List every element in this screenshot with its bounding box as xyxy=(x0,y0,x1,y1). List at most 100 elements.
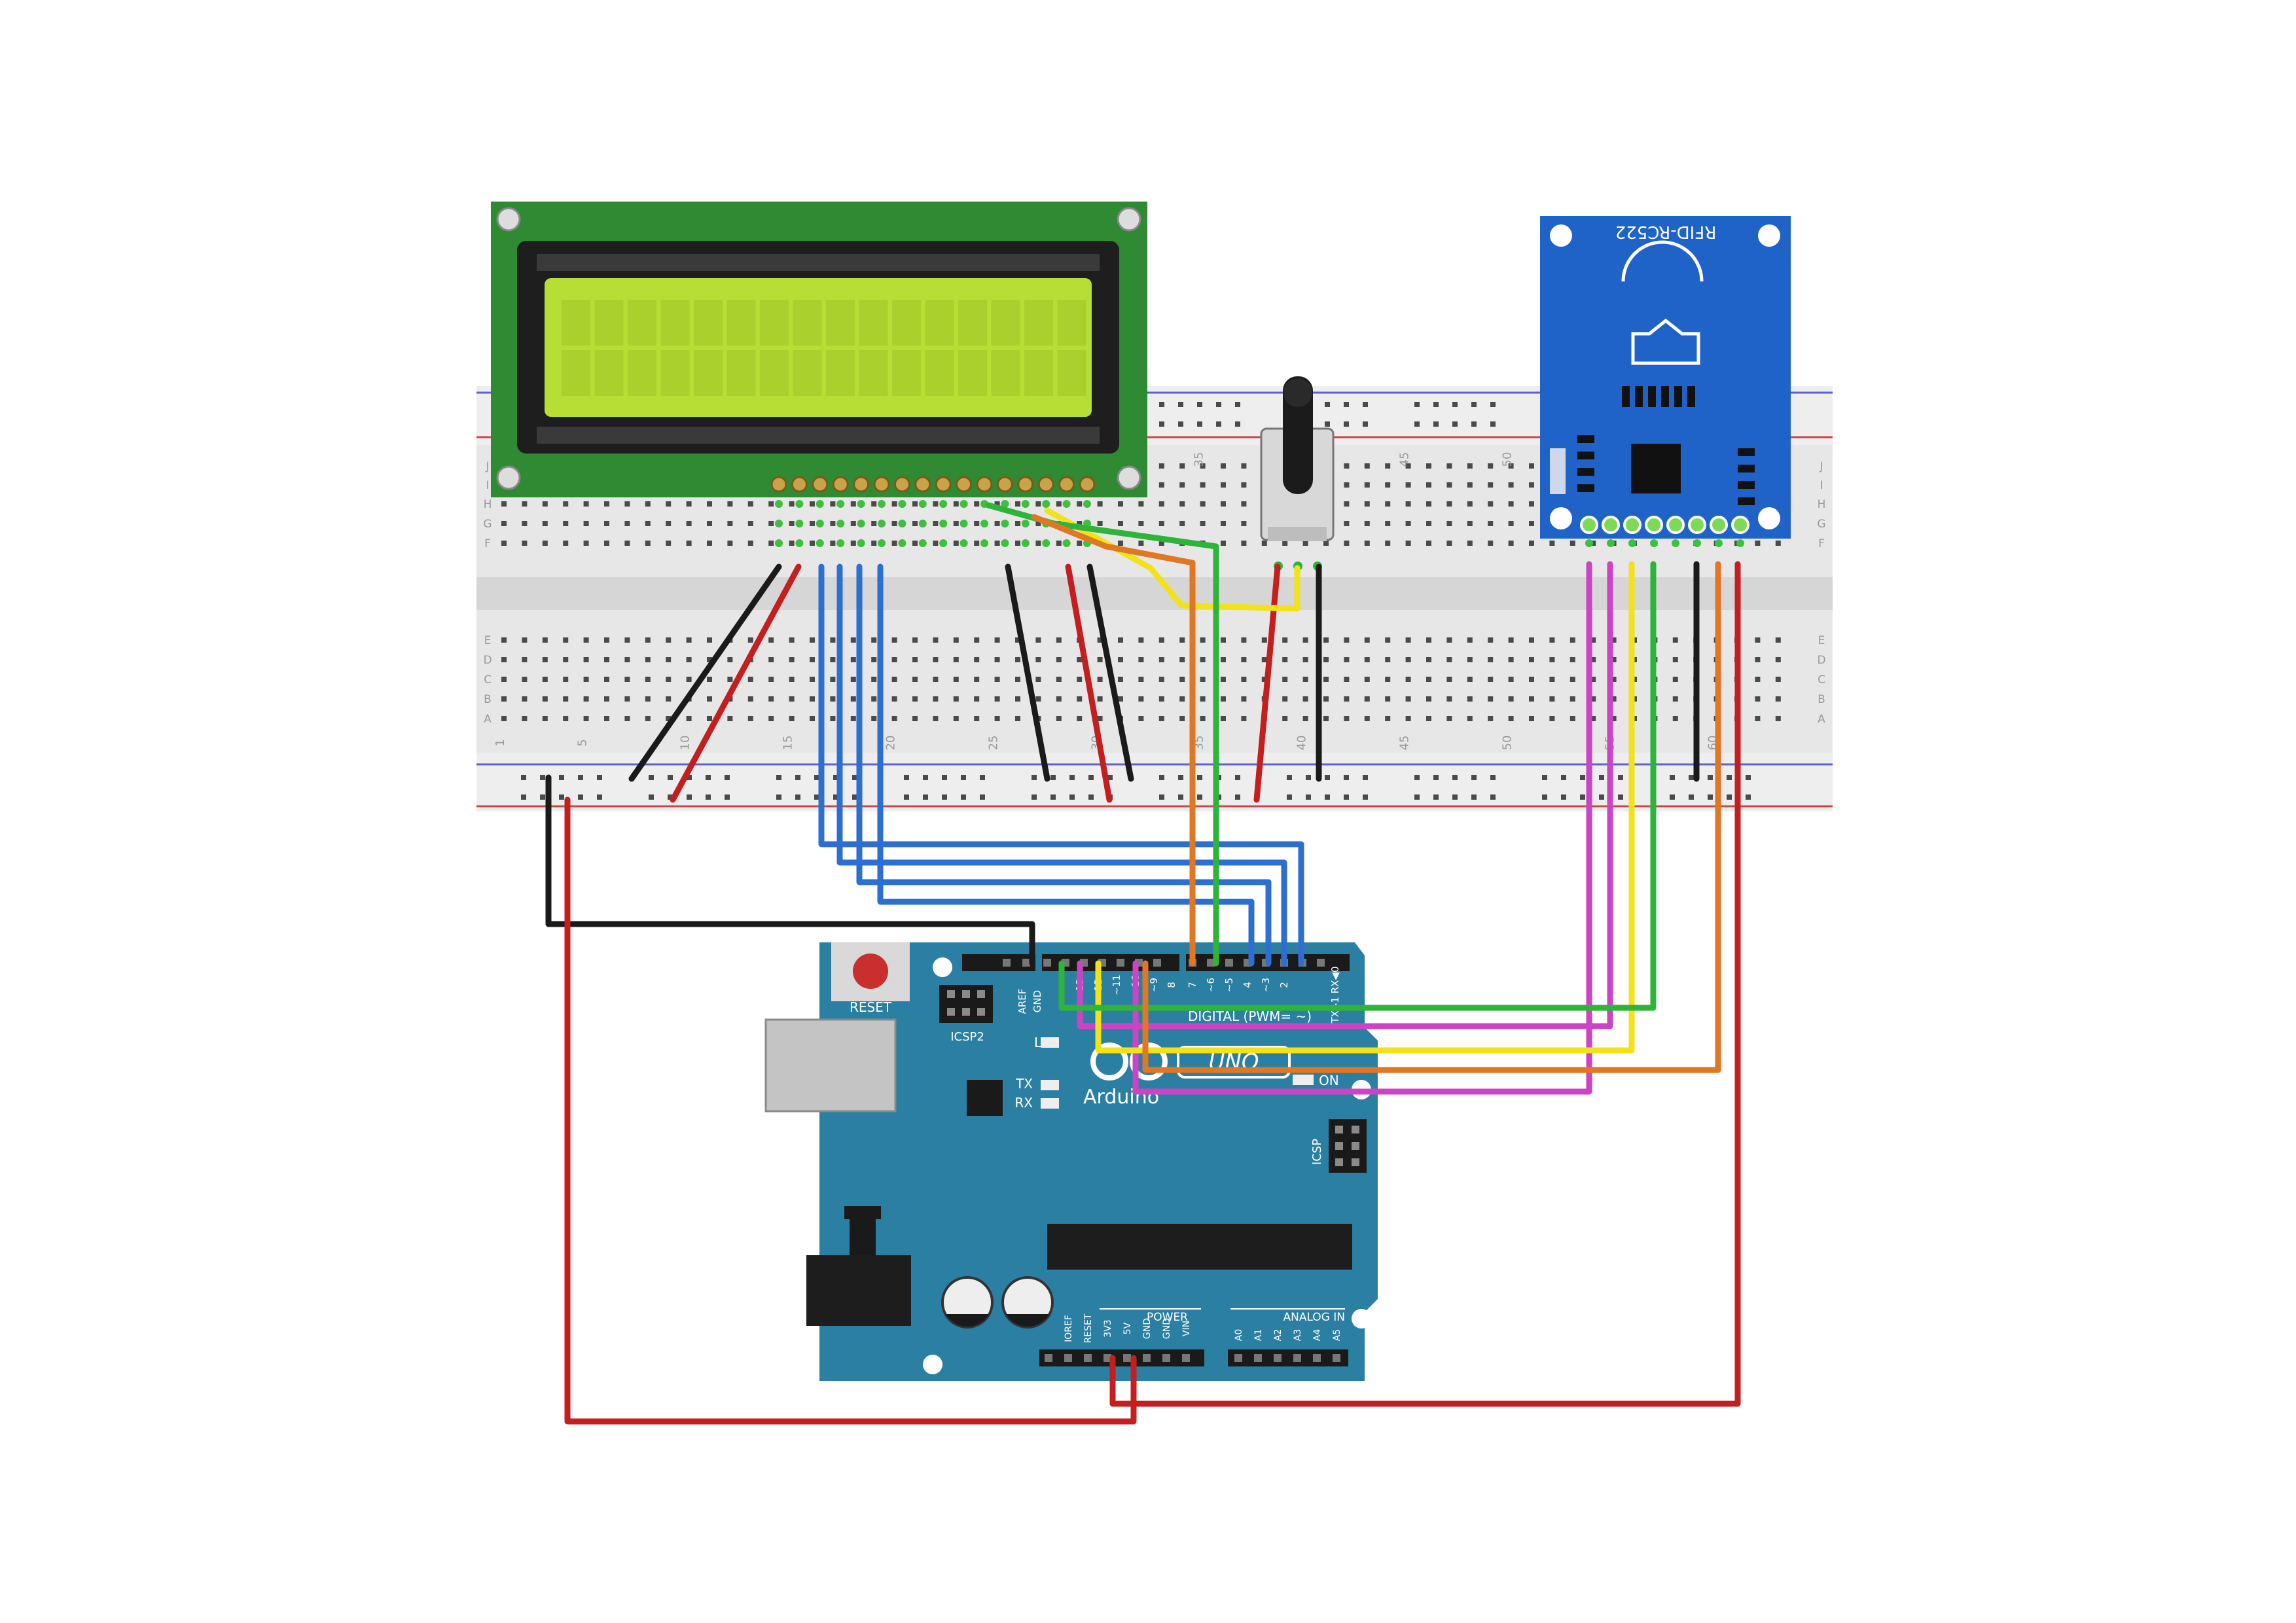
breadboard-hole xyxy=(912,696,918,702)
breadboard-column-number: 5 xyxy=(576,739,590,746)
power-pin-label: RESET xyxy=(1083,1313,1094,1343)
breadboard-hole-active xyxy=(1607,539,1615,547)
wire-rfid-sck-pin13 xyxy=(1077,561,1613,1029)
breadboard-hole-active xyxy=(857,500,865,508)
breadboard-hole xyxy=(1775,541,1781,546)
rfid-header-pin xyxy=(1602,516,1620,534)
lcd-mount-hole-tr xyxy=(1117,207,1141,232)
breadboard-hole xyxy=(768,696,774,702)
breadboard-hole xyxy=(1015,696,1020,702)
lcd-character-cell xyxy=(726,300,756,346)
breadboard-hole xyxy=(686,501,692,507)
breadboard-hole xyxy=(891,501,897,507)
rail-hole xyxy=(1414,402,1420,407)
lcd-pin-header xyxy=(770,476,1096,493)
breadboard-hole xyxy=(1508,501,1514,507)
breadboard-hole-active xyxy=(1628,539,1636,547)
breadboard-hole xyxy=(810,696,815,702)
power-pin-hole xyxy=(1143,1354,1151,1362)
breadboard-hole xyxy=(522,677,528,682)
wire-rfid-rst-pin9 xyxy=(1142,561,1721,1073)
breadboard-hole xyxy=(1405,463,1411,469)
breadboard-hole xyxy=(1179,482,1185,488)
breadboard-hole xyxy=(1241,716,1247,721)
breadboard-hole xyxy=(1446,696,1452,702)
breadboard-hole xyxy=(1672,716,1678,721)
breadboard-hole xyxy=(583,657,589,662)
breadboard-hole xyxy=(1158,696,1164,702)
rail-hole xyxy=(706,794,711,800)
breadboard-hole-active xyxy=(1001,500,1009,508)
rail-hole xyxy=(942,775,947,780)
reset-label: RESET xyxy=(850,999,892,1015)
rail-hole xyxy=(1197,775,1202,780)
breadboard-hole xyxy=(1158,541,1164,546)
breadboard-hole xyxy=(1467,463,1473,469)
breadboard-hole-active xyxy=(857,520,865,527)
rail-hole xyxy=(1599,775,1604,780)
digital-pin-label: 4 xyxy=(1242,982,1253,988)
breadboard-hole xyxy=(1282,657,1288,662)
breadboard-hole xyxy=(1056,501,1062,507)
icsp-header xyxy=(1329,1119,1367,1173)
breadboard-hole xyxy=(1077,501,1083,507)
breadboard-hole xyxy=(1672,677,1678,682)
breadboard-hole xyxy=(1755,716,1761,721)
breadboard-hole xyxy=(933,501,939,507)
breadboard-hole-active xyxy=(1083,500,1091,508)
breadboard-hole xyxy=(1446,657,1452,662)
on-label: ON xyxy=(1319,1073,1339,1088)
rail-hole xyxy=(668,794,673,800)
breadboard-column-number: 50 xyxy=(1501,452,1515,467)
breadboard-hole xyxy=(871,521,877,526)
rail-hole xyxy=(1452,794,1458,800)
breadboard-hole-active xyxy=(775,500,783,508)
breadboard-hole xyxy=(1097,716,1103,721)
l-led xyxy=(1041,1037,1059,1048)
breadboard-hole xyxy=(1488,463,1494,469)
rail-hole xyxy=(814,775,819,780)
breadboard-hole xyxy=(1056,541,1062,546)
power-pin-label: GND xyxy=(1142,1318,1153,1339)
breadboard-hole xyxy=(1529,463,1534,469)
pot-knob-top xyxy=(1283,378,1312,407)
breadboard-hole xyxy=(1118,501,1123,507)
breadboard-hole-active xyxy=(836,520,845,527)
breadboard-hole xyxy=(1488,501,1494,507)
breadboard-hole xyxy=(686,541,692,546)
breadboard-hole xyxy=(871,696,877,702)
rail-hole xyxy=(1363,421,1368,427)
breadboard-hole xyxy=(1488,696,1494,702)
breadboard-hole xyxy=(850,521,856,526)
breadboard-hole xyxy=(933,657,939,662)
breadboard-hole xyxy=(1529,677,1534,682)
rail-hole xyxy=(1197,421,1202,427)
breadboard-hole xyxy=(871,657,877,662)
breadboard-hole xyxy=(1446,521,1452,526)
rail-hole xyxy=(852,775,857,780)
breadboard-hole xyxy=(707,637,712,643)
breadboard-hole xyxy=(727,501,733,507)
wire-lcd-d6-pin3 xyxy=(836,563,1287,967)
rail-hole xyxy=(578,775,583,780)
breadboard-hole-active xyxy=(816,500,824,508)
rail-hole xyxy=(1159,421,1164,427)
breadboard-hole xyxy=(1077,657,1083,662)
breadboard-hole xyxy=(1241,677,1247,682)
breadboard-hole xyxy=(583,541,589,546)
breadboard-hole xyxy=(1179,677,1185,682)
breadboard-hole xyxy=(1488,521,1494,526)
breadboard-hole xyxy=(768,637,774,643)
breadboard-hole xyxy=(1221,521,1226,526)
breadboard-hole xyxy=(645,677,651,682)
breadboard-hole-active xyxy=(775,520,783,527)
power-label: POWER xyxy=(1147,1311,1188,1324)
breadboard-hole xyxy=(542,657,548,662)
rail-hole xyxy=(1287,775,1292,780)
breadboard-hole-active xyxy=(878,539,886,547)
breadboard-hole xyxy=(830,696,836,702)
breadboard-hole xyxy=(1364,716,1370,721)
breadboard-hole xyxy=(747,501,753,507)
breadboard-hole xyxy=(1385,482,1391,488)
digital-pin-label: ~6 xyxy=(1205,978,1217,992)
